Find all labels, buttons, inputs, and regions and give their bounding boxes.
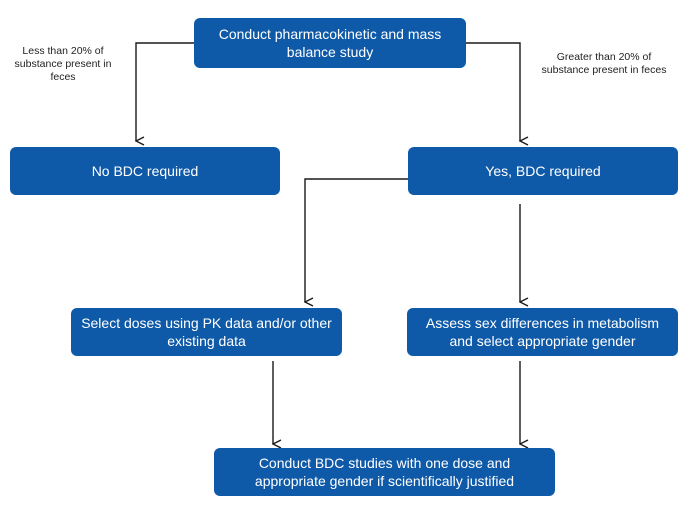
node-assess-sex: Assess sex differences in metabolism and… [407,308,678,356]
node-no-bdc: No BDC required [10,147,280,195]
edge-start-to-no-bdc [136,42,194,141]
edge-yes-bdc-to-select-doses [305,178,408,302]
node-select-doses: Select doses using PK data and/or other … [71,308,342,356]
node-yes-bdc: Yes, BDC required [408,147,678,195]
edge-label-greater-than-20: Greater than 20% of substance present in… [541,51,667,76]
edge-label-less-than-20: Less than 20% of substance present in fe… [14,45,112,83]
edge-start-to-yes-bdc [466,42,520,141]
node-conduct-bdc: Conduct BDC studies with one dose and ap… [214,448,555,496]
node-start: Conduct pharmacokinetic and mass balance… [194,18,466,68]
